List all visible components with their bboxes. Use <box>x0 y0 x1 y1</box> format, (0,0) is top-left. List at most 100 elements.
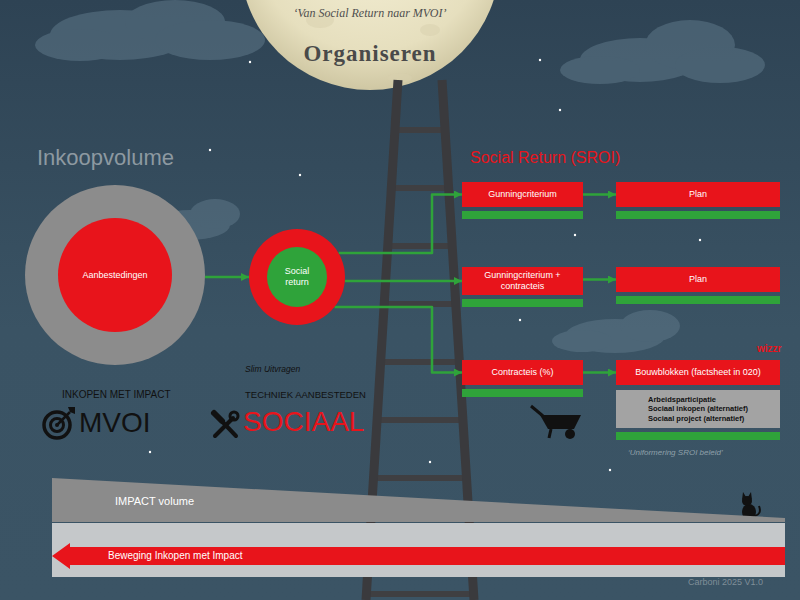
subtitle-quote: ‘Van Social Return naar MVOI’ <box>255 6 485 20</box>
flow-arrow <box>205 276 249 279</box>
ladder-rung <box>374 475 467 481</box>
logo-text: wizzr <box>757 343 781 355</box>
node-label: Plan <box>689 189 707 200</box>
flow-arrow <box>339 195 462 254</box>
procurement-circle: Aanbestedingen <box>25 185 205 365</box>
cloud <box>560 20 765 84</box>
node-text-block: Contracteis (%) <box>491 367 553 378</box>
section-heading: Social Return (SROI) <box>470 148 620 167</box>
node-text-block: ArbeidsparticipatieSociaal inkopen (alte… <box>648 395 748 423</box>
green-bar <box>616 432 780 440</box>
brand-word: MVOI <box>79 408 151 437</box>
node-text-block: Gunningcriterium <box>488 189 557 200</box>
node-text-area: IMPACT volume <box>52 478 785 522</box>
cloud-part <box>560 56 640 84</box>
flow-arrow <box>583 193 616 196</box>
node-label: Beweging Inkopen met Impact <box>108 550 243 562</box>
section-heading: Inkoopvolume <box>37 145 174 171</box>
moon-crater <box>420 24 440 36</box>
node-text-area: Bouwblokken (factsheet in 020) <box>616 360 780 385</box>
cat-icon <box>742 492 760 520</box>
screwdriver-handle <box>214 413 222 421</box>
bottom-band <box>52 523 785 577</box>
cloud-part <box>190 199 240 229</box>
wedge <box>52 478 785 522</box>
star <box>699 239 701 241</box>
node-text-block: IMPACT volume <box>115 495 194 508</box>
cat-tail <box>755 506 760 516</box>
node-text-area: ArbeidsparticipatieSociaal inkopen (alte… <box>616 390 780 428</box>
moon <box>240 0 500 90</box>
caption-text: TECHNIEK AANBESTEDEN <box>245 389 366 400</box>
social-return-circle: Social return <box>249 229 345 325</box>
node-label: Social return <box>277 266 317 288</box>
note-text: Slim Uitvragen <box>245 364 300 374</box>
ladder-rail <box>366 80 398 600</box>
node-label: Contracteis (%) <box>491 367 553 378</box>
node-text-area: Aanbestedingen <box>25 185 205 365</box>
wheelbarrow-tray <box>540 415 581 429</box>
target-ring <box>44 412 70 438</box>
node-label: Sociaal inkopen (alternatief) <box>648 404 748 413</box>
target-arrow-fletch <box>68 407 75 414</box>
star <box>299 174 301 176</box>
node-text-block: Beweging Inkopen met Impact <box>108 550 243 562</box>
flow-arrow <box>335 307 463 373</box>
target-arrow <box>57 412 70 425</box>
brand-word: SOCIAAL <box>243 407 364 436</box>
node-text-area: Gunningcriterium <box>462 182 583 207</box>
star <box>559 109 561 111</box>
process-box: Bouwblokken (factsheet in 020) <box>616 360 780 385</box>
wheelbarrow-wheel <box>565 429 575 439</box>
outer-circle <box>249 229 345 325</box>
ladder-rail <box>442 80 474 600</box>
wheelbarrow-leg <box>549 429 551 438</box>
red-arrow <box>52 543 785 569</box>
process-box: Plan <box>616 182 780 207</box>
note-text: ‘Uniformering SROI beleid’ <box>628 448 723 458</box>
inner-circle <box>267 247 327 307</box>
node-label: Plan <box>689 274 707 285</box>
node-label: IMPACT volume <box>115 495 194 508</box>
flow-arrow <box>345 280 462 283</box>
node-label: Arbeidsparticipatie <box>648 395 748 404</box>
process-box: Contracteis (%) <box>462 360 583 385</box>
node-text-block: Plan <box>689 189 707 200</box>
node-label: Gunningcriterium + contracteis <box>466 270 579 292</box>
ladder-rung <box>377 417 463 423</box>
node-text-area: Social return <box>249 229 345 325</box>
star <box>249 61 251 63</box>
process-box: Gunningcriterium + contracteis <box>462 267 583 295</box>
ladder-rung <box>391 185 448 191</box>
process-box: Gunningcriterium <box>462 182 583 207</box>
node-text-block: Aanbestedingen <box>65 270 165 281</box>
wheelbarrow-icon <box>531 406 581 439</box>
ladder-rung <box>381 359 460 365</box>
node-text-area: Gunningcriterium + contracteis <box>462 267 583 295</box>
caption-text: INKOPEN MET IMPACT <box>62 389 171 401</box>
node-text-block: Bouwblokken (factsheet in 020) <box>635 367 761 378</box>
star <box>149 451 151 453</box>
target-icon <box>44 407 75 438</box>
green-bar <box>616 211 780 219</box>
ladder-rung <box>366 591 473 597</box>
node-text-area: Plan <box>616 267 780 292</box>
green-bar <box>462 211 583 219</box>
ladder-rung <box>388 243 452 249</box>
star <box>609 469 611 471</box>
star <box>574 234 576 236</box>
cat-ear <box>748 492 752 500</box>
process-box: Plan <box>616 267 780 292</box>
diagram-title: Organiseren <box>260 40 480 68</box>
green-bar <box>462 299 583 307</box>
building-block-box: ArbeidsparticipatieSociaal inkopen (alte… <box>616 390 780 428</box>
cloud-part <box>552 330 612 352</box>
node-text-area: Beweging Inkopen met Impact <box>52 543 785 569</box>
cloud-part <box>620 310 680 342</box>
movement-arrow-band: Beweging Inkopen met Impact <box>52 543 785 569</box>
node-label: Aanbestedingen <box>65 270 165 281</box>
node-text-area: Contracteis (%) <box>462 360 583 385</box>
star <box>209 149 211 151</box>
wheelbarrow-handle <box>531 406 543 416</box>
